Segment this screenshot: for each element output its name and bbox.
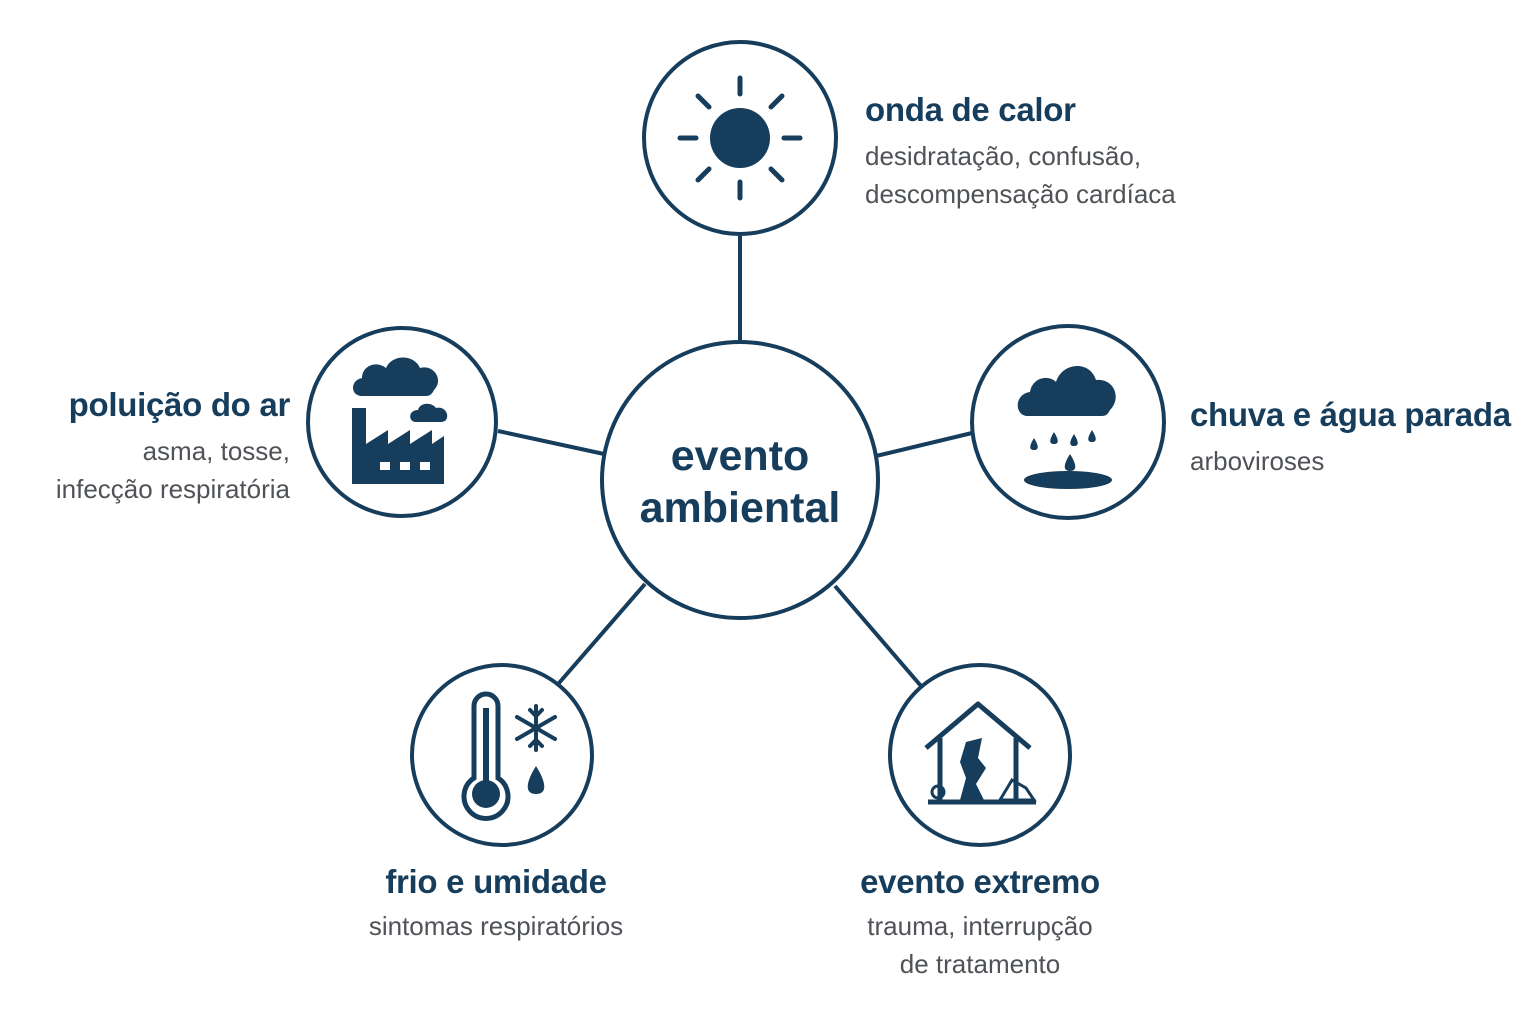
connector-pollution — [497, 429, 605, 456]
node-circle-cold — [410, 663, 594, 847]
center-label: evento ambiental — [600, 430, 880, 534]
label-pollution-desc-line2: infecção respiratória — [55, 474, 290, 504]
sun-icon — [677, 75, 803, 201]
thermometer-snowflake-icon — [461, 691, 557, 821]
label-heat-desc-line1: desidratação, confusão, — [865, 141, 1142, 171]
connector-rain — [875, 431, 973, 458]
label-heat: onda de calor desidratação, confusão, de… — [865, 90, 1176, 213]
connector-extreme — [833, 584, 923, 688]
label-cold-desc-line1: sintomas respiratórios — [368, 911, 624, 941]
label-cold: frio e umidade sintomas respiratórios — [336, 862, 656, 945]
label-heat-desc-line2: descompensação cardíaca — [865, 179, 1176, 209]
damaged-house-icon — [924, 701, 1037, 805]
node-circle-rain — [970, 324, 1166, 520]
label-pollution: poluição do ar asma, tosse, infecção res… — [56, 385, 290, 508]
center-circle — [600, 340, 880, 620]
label-extreme-desc-line1: trauma, interrupção — [867, 911, 1093, 941]
rain-cloud-icon — [1017, 365, 1116, 489]
label-rain-title: chuva e água parada — [1190, 396, 1511, 433]
center-label-line1: evento — [670, 432, 810, 480]
connector-cold — [557, 582, 647, 685]
label-heat-title: onda de calor — [865, 91, 1076, 128]
label-extreme: evento extremo trauma, interrupção de tr… — [820, 862, 1140, 983]
label-extreme-desc-line2: de tratamento — [899, 949, 1061, 979]
label-extreme-title: evento extremo — [860, 863, 1100, 900]
label-pollution-title: poluição do ar — [68, 386, 291, 423]
label-rain-desc-line1: arboviroses — [1190, 446, 1325, 476]
factory-smoke-icon — [352, 357, 448, 484]
label-cold-title: frio e umidade — [385, 863, 607, 900]
label-rain: chuva e água parada arboviroses — [1190, 395, 1511, 480]
label-pollution-desc-line1: asma, tosse, — [142, 436, 290, 466]
center-label-line2: ambiental — [639, 484, 841, 532]
